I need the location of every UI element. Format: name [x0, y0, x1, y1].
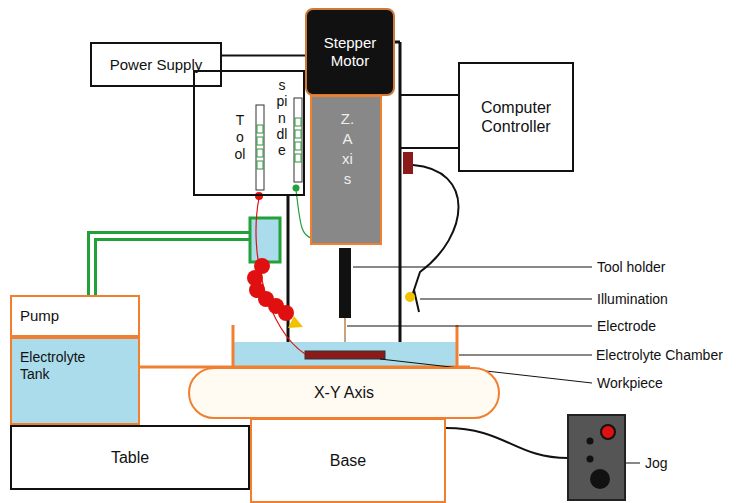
pump-box: Pump	[10, 295, 140, 337]
part-label: Electrode	[597, 318, 656, 334]
jog-pendant	[568, 415, 625, 500]
chamber-walls	[140, 325, 470, 367]
node-text: Table	[111, 448, 149, 467]
jog-button	[587, 438, 594, 445]
supply-box: Power Supply	[90, 42, 222, 87]
node-text: Computer Controller	[460, 98, 572, 136]
part-label: Jog	[645, 455, 668, 471]
meter-panel: Tool spindle	[193, 70, 305, 196]
flex-hose	[247, 258, 294, 321]
label-text: Tool holder	[597, 259, 666, 275]
panel-fill	[193, 70, 305, 196]
nozzle-block	[250, 218, 280, 262]
label-text: Jog	[645, 455, 668, 471]
xy-stage: X-Y Axis	[188, 367, 500, 419]
connector-wire	[222, 55, 305, 57]
motor-box: Stepper Motor	[305, 8, 395, 96]
node-text: Base	[330, 451, 366, 470]
part-label: Workpiece	[597, 375, 663, 391]
workpiece	[305, 351, 385, 359]
spindle-terminal	[293, 185, 300, 192]
node-text: Pump	[20, 307, 59, 325]
node-text: spindle	[275, 77, 289, 158]
tool-wire	[256, 198, 305, 354]
label-text: Workpiece	[597, 375, 663, 391]
node-text: Tool	[233, 112, 247, 163]
controller-wires	[400, 95, 458, 148]
lamp	[405, 292, 415, 302]
base-box: Base	[250, 418, 446, 503]
jog-cable	[446, 428, 568, 458]
node-text: X-Y Axis	[314, 383, 374, 402]
tool-terminal	[255, 192, 263, 200]
tool-holder	[339, 248, 351, 318]
part-label: Electrolyte Chamber	[596, 347, 723, 363]
controller-box: Computer Controller	[458, 62, 574, 172]
label-text: Electrode	[597, 318, 656, 334]
lamp-clamp	[403, 152, 413, 174]
spindle-meter	[294, 98, 302, 182]
tank-box: Electrolyte Tank	[10, 337, 140, 425]
lamp-arm	[414, 290, 419, 312]
electrolyte	[233, 342, 457, 366]
axis-column: Z.Axis	[310, 95, 382, 245]
node-text: Z.Axis	[340, 109, 355, 189]
jog-button	[601, 425, 615, 439]
table-box: Table	[10, 425, 250, 490]
part-label: Illumination	[597, 291, 668, 307]
tool-meter	[256, 105, 264, 190]
node-text: Power Supply	[110, 56, 203, 74]
nozzle-tip	[288, 316, 303, 328]
lamp-cable	[412, 165, 459, 296]
node-text: Stepper Motor	[307, 34, 393, 70]
part-label: Tool holder	[597, 259, 666, 275]
label-text: Illumination	[597, 291, 668, 307]
jog-wheel	[590, 469, 610, 489]
jog-button	[587, 456, 594, 463]
node-text: Electrolyte Tank	[20, 349, 110, 383]
label-text: Electrolyte Chamber	[596, 347, 723, 363]
